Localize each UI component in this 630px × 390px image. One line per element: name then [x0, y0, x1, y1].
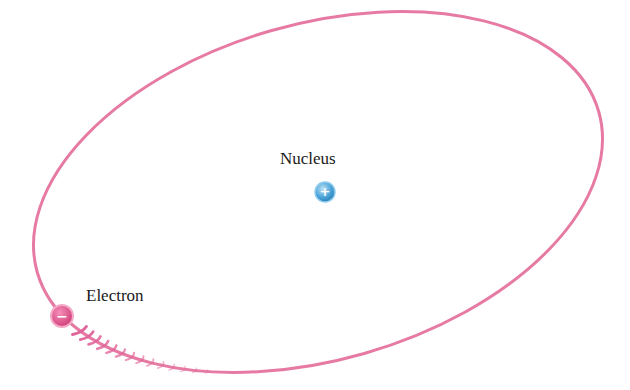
nucleus-charge: + [320, 185, 331, 198]
trail-mark [136, 356, 143, 363]
trail-mark [116, 349, 125, 356]
trail-mark [158, 362, 164, 368]
nucleus-label: Nucleus [280, 150, 336, 167]
electron-label: Electron [86, 287, 144, 304]
trail-mark [80, 332, 93, 340]
trail-mark [205, 369, 209, 373]
trail-mark [169, 364, 174, 370]
trail-mark [147, 359, 154, 366]
trail-mark [181, 366, 186, 371]
electron-charge: − [56, 309, 68, 323]
nucleus-circle [315, 182, 335, 202]
electron-circle [51, 305, 73, 327]
trail-mark [89, 336, 101, 344]
trail-mark [126, 353, 134, 360]
trail-mark [193, 368, 197, 373]
motion-trail [73, 327, 209, 374]
trail-mark [106, 345, 116, 353]
trail-mark [97, 341, 108, 349]
trail-mark [73, 327, 87, 335]
